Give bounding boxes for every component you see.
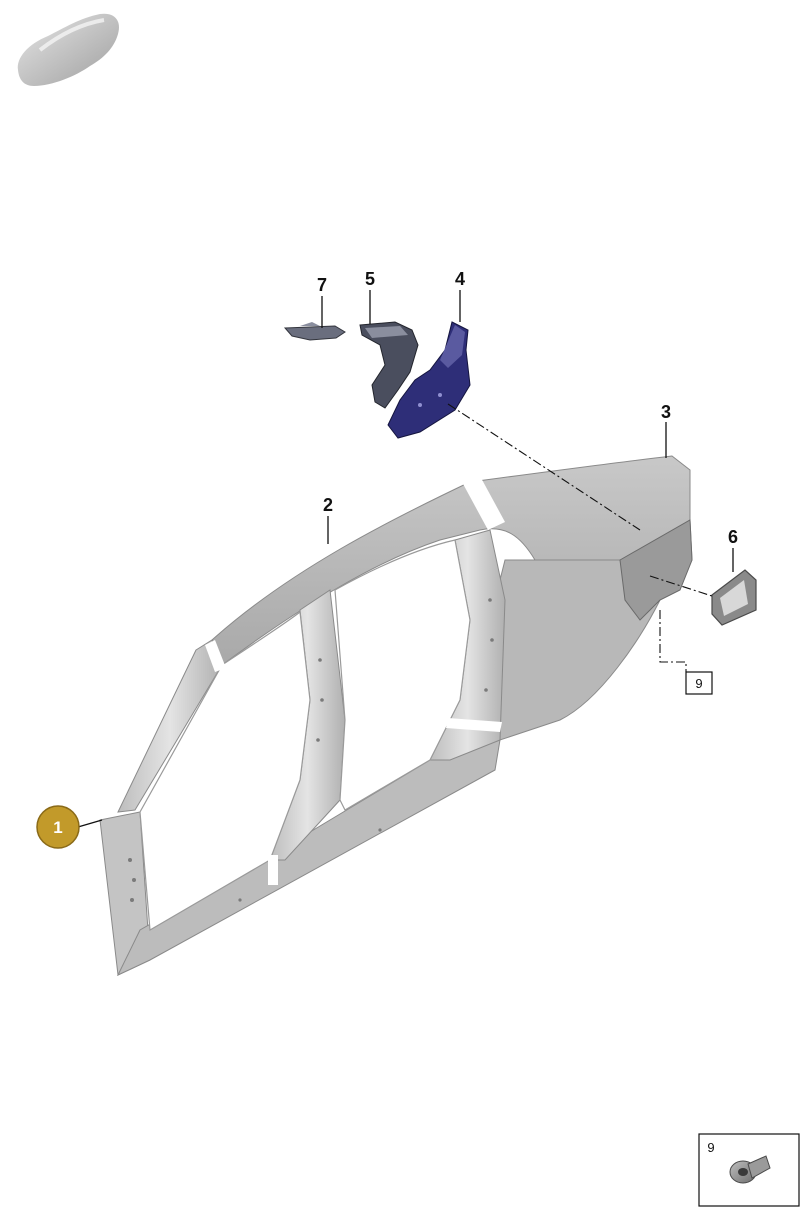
callout-9: 9 xyxy=(695,676,702,691)
callout-3: 3 xyxy=(661,402,671,422)
callout-5: 5 xyxy=(365,269,375,289)
callout-7: 7 xyxy=(317,275,327,295)
cover-part-6 xyxy=(711,569,757,626)
leader-lines xyxy=(77,290,734,828)
rivet-nut-icon xyxy=(729,1155,771,1184)
inset-callout-9: 9 xyxy=(707,1140,714,1155)
callout-6: 6 xyxy=(728,527,738,547)
callout-2: 2 xyxy=(323,495,333,515)
callout-9-box: 9 xyxy=(685,671,713,695)
bracket-part-5 xyxy=(359,321,419,409)
side-panel-assembly xyxy=(99,455,693,977)
bracket-part-7 xyxy=(283,322,346,341)
bracket-part-4 xyxy=(387,321,471,439)
inset-part-9: 9 xyxy=(698,1133,800,1207)
car-silhouette-icon xyxy=(17,13,120,86)
callout-4: 4 xyxy=(455,269,465,289)
callout-1: 1 xyxy=(53,818,62,837)
callout-1-badge[interactable]: 1 xyxy=(36,805,80,849)
